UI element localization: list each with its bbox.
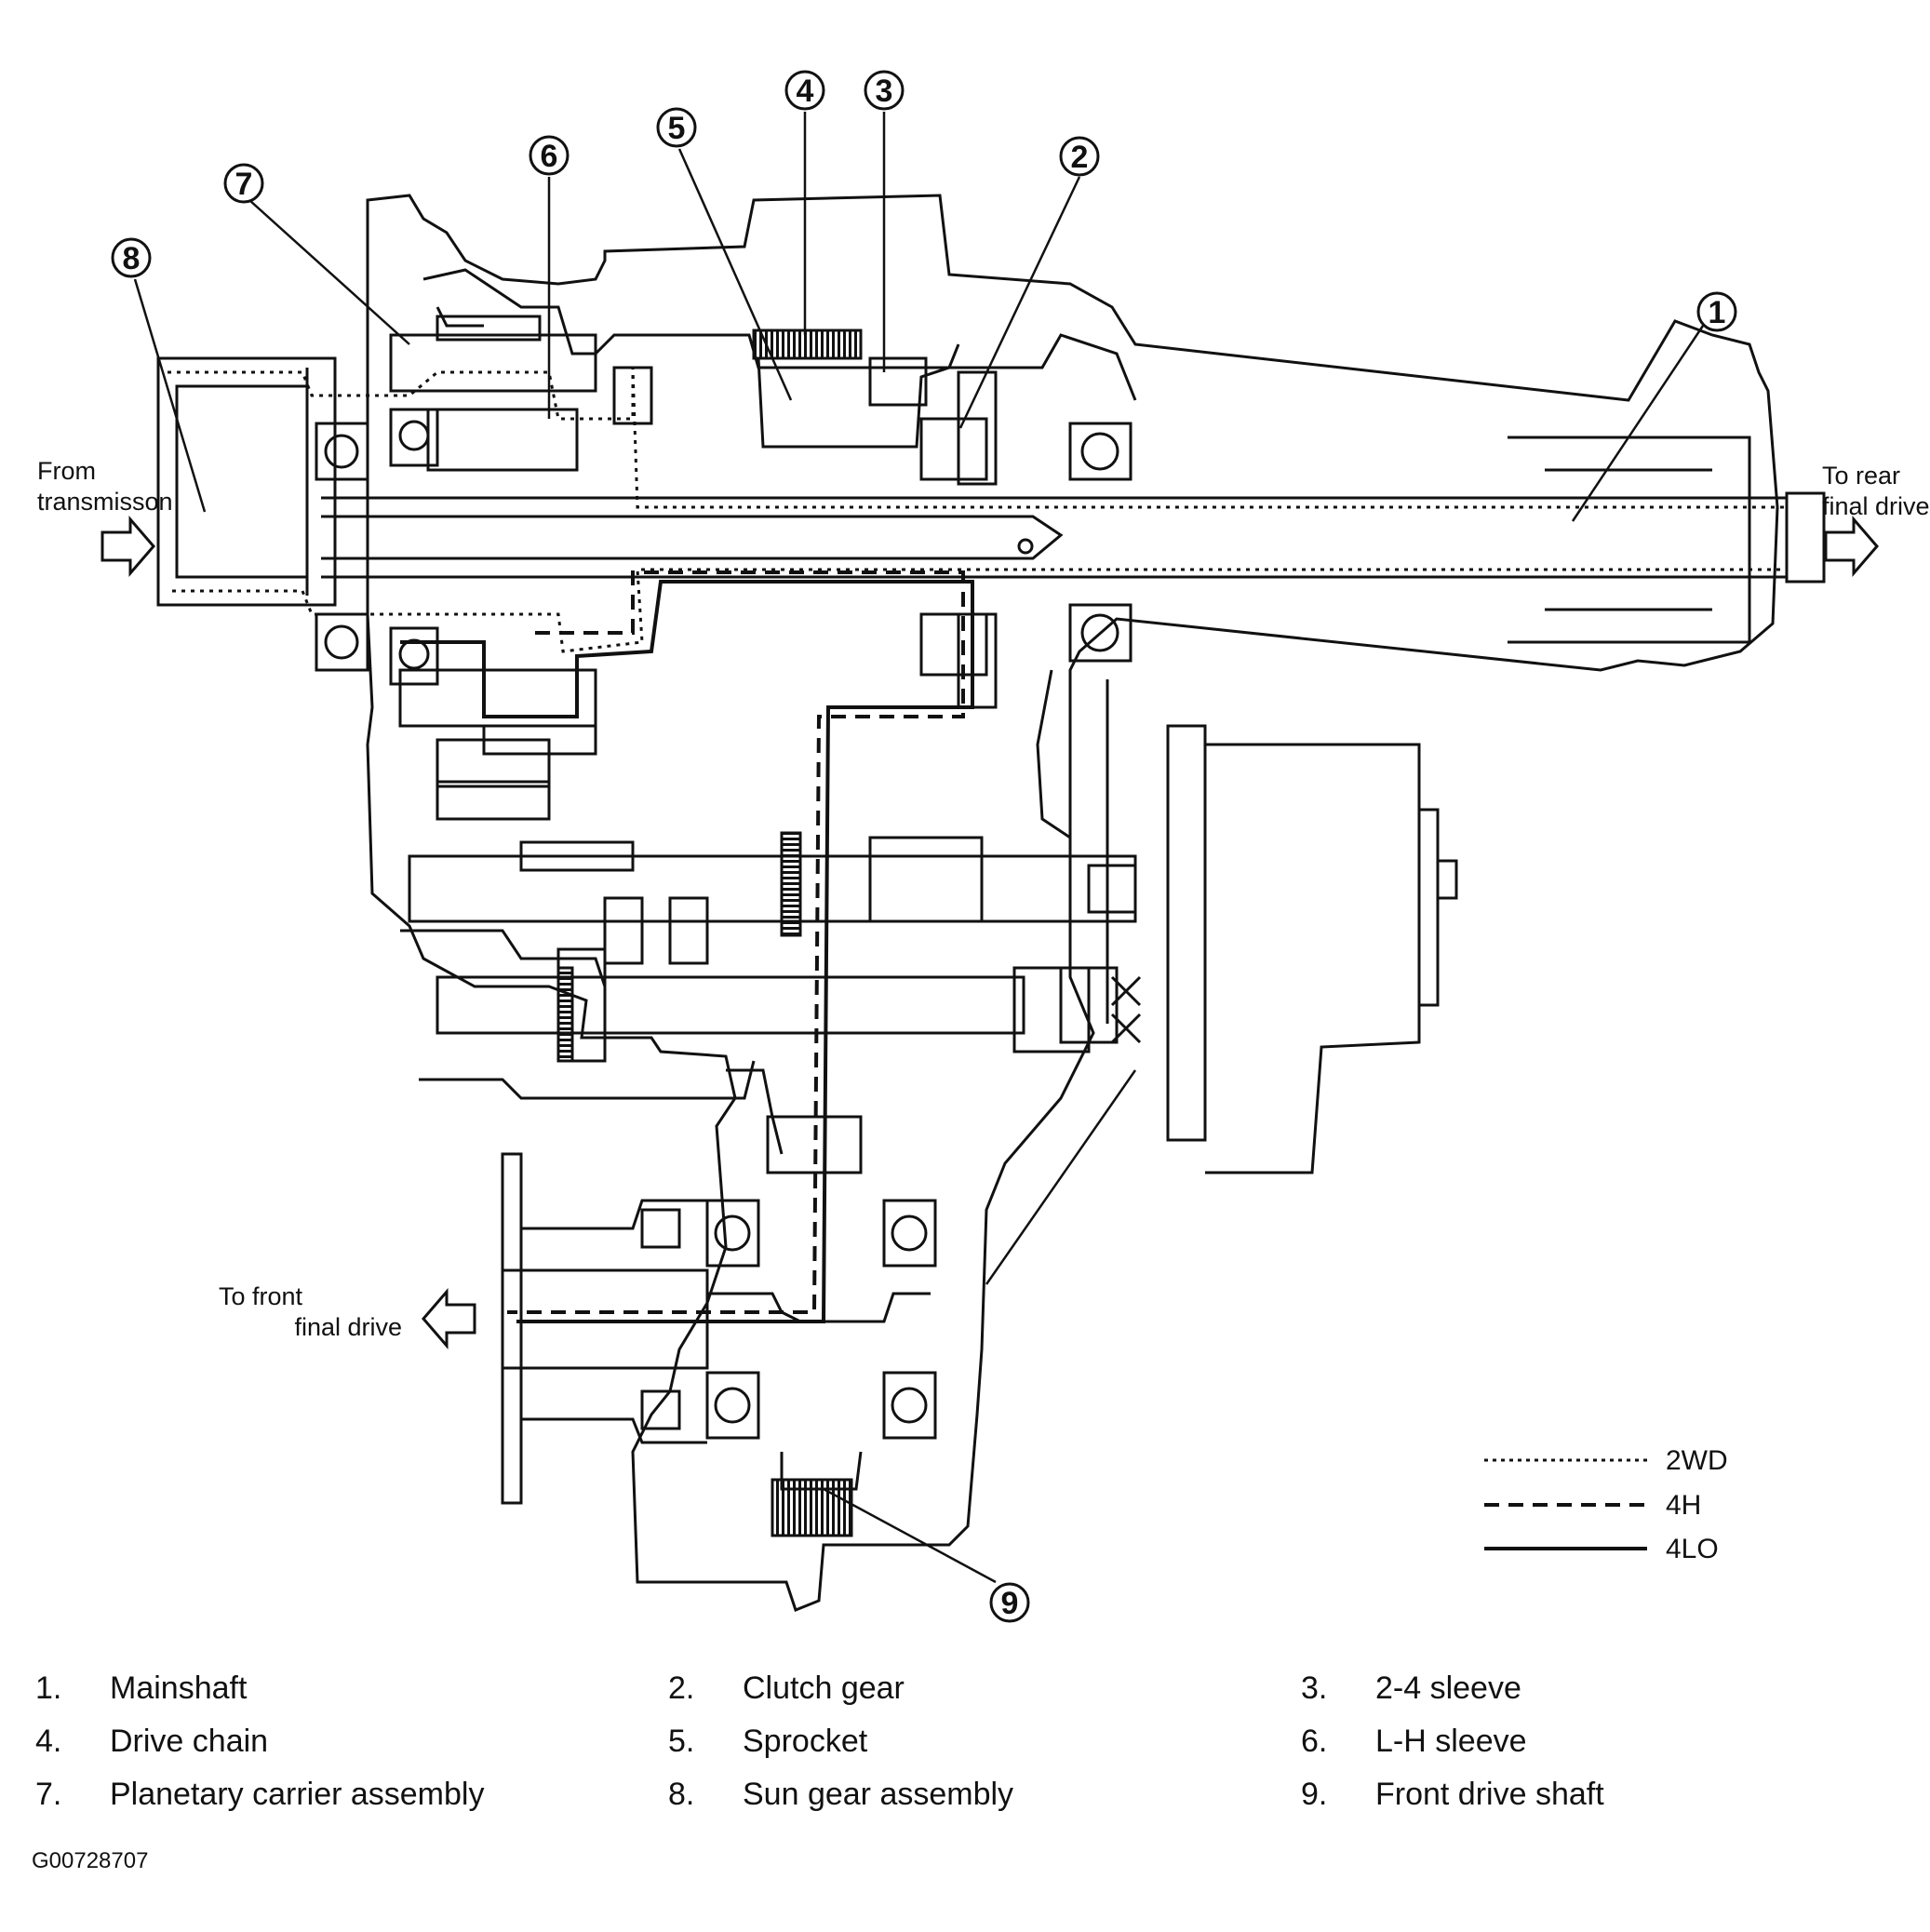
part-number: 5. [668, 1724, 695, 1759]
callout-circles [111, 70, 1737, 1623]
callout-7 [223, 163, 264, 204]
callout-8 [111, 237, 152, 278]
legend-label-4h: 4H [1666, 1490, 1701, 1521]
callout-leaders [133, 112, 1705, 1584]
part-name: Mainshaft [110, 1670, 248, 1706]
input-shaft [156, 356, 337, 607]
callout-9 [989, 1582, 1030, 1623]
callout-4 [784, 70, 825, 111]
mainshaft [321, 436, 1826, 644]
callout-numbers: 1 2 3 4 5 6 7 8 9 [123, 74, 1726, 1621]
part-number: 4. [35, 1724, 62, 1759]
part-number: 8. [668, 1777, 695, 1812]
front-output-arrow-icon [422, 1287, 476, 1350]
direction-labels: From transmisson To rear final drive To … [37, 457, 1930, 1341]
legend-label-4lo: 4LO [1666, 1534, 1719, 1564]
part-number: 1. [35, 1670, 62, 1706]
callout-1-label: 1 [1709, 295, 1726, 330]
shift-shafts [408, 831, 1142, 1063]
input-label-line1: From [37, 457, 96, 485]
chain-and-sprockets [752, 329, 960, 1537]
part-name: Clutch gear [743, 1670, 905, 1706]
bearings [315, 408, 1133, 1440]
callout-1 [1696, 291, 1737, 332]
rear-output-arrow-icon [1824, 515, 1879, 578]
callout-3-label: 3 [876, 74, 893, 109]
callout-6-label: 6 [541, 139, 558, 174]
callout-2-label: 2 [1071, 140, 1089, 175]
part-number: 7. [35, 1777, 62, 1812]
part-number: 9. [1301, 1777, 1328, 1812]
part-name: L-H sleeve [1375, 1724, 1527, 1759]
front-label-line2: final drive [294, 1313, 402, 1341]
actuator-motor [1166, 724, 1458, 1174]
part-name: Front drive shaft [1375, 1777, 1604, 1812]
callout-7-label: 7 [235, 167, 253, 202]
callout-8-label: 8 [123, 241, 141, 276]
housing-outline [366, 194, 1779, 1612]
callout-6 [529, 135, 570, 176]
front-label-line1: To front [219, 1282, 303, 1310]
part-name: Planetary carrier assembly [110, 1777, 485, 1812]
figure-id: G00728707 [32, 1848, 149, 1873]
callout-4-label: 4 [797, 74, 814, 109]
callout-2 [1059, 136, 1100, 177]
part-name: Sprocket [743, 1724, 868, 1759]
direction-arrows [101, 515, 1879, 1350]
part-number: 2. [668, 1670, 695, 1706]
planetary-gears [389, 315, 597, 821]
callout-9-label: 9 [1001, 1586, 1019, 1621]
part-number: 3. [1301, 1670, 1328, 1706]
callout-3 [864, 70, 905, 111]
rear-label-line2: final drive [1822, 492, 1930, 520]
legend: 2WD 4H 4LO [1484, 1445, 1728, 1564]
input-label-line2: transmisson [37, 488, 173, 516]
rear-label-line1: To rear [1822, 462, 1900, 490]
part-number: 6. [1301, 1724, 1328, 1759]
part-name: Sun gear assembly [743, 1777, 1014, 1812]
part-name: Drive chain [110, 1724, 269, 1759]
input-arrow-icon [101, 515, 155, 578]
legend-label-2wd: 2WD [1666, 1445, 1728, 1476]
front-output [501, 1152, 709, 1505]
clutch-and-sleeves [612, 356, 998, 709]
callout-5-label: 5 [668, 111, 686, 146]
part-name: 2-4 sleeve [1375, 1670, 1521, 1706]
power-flow-lines [168, 367, 1787, 1323]
callout-5 [656, 107, 697, 148]
